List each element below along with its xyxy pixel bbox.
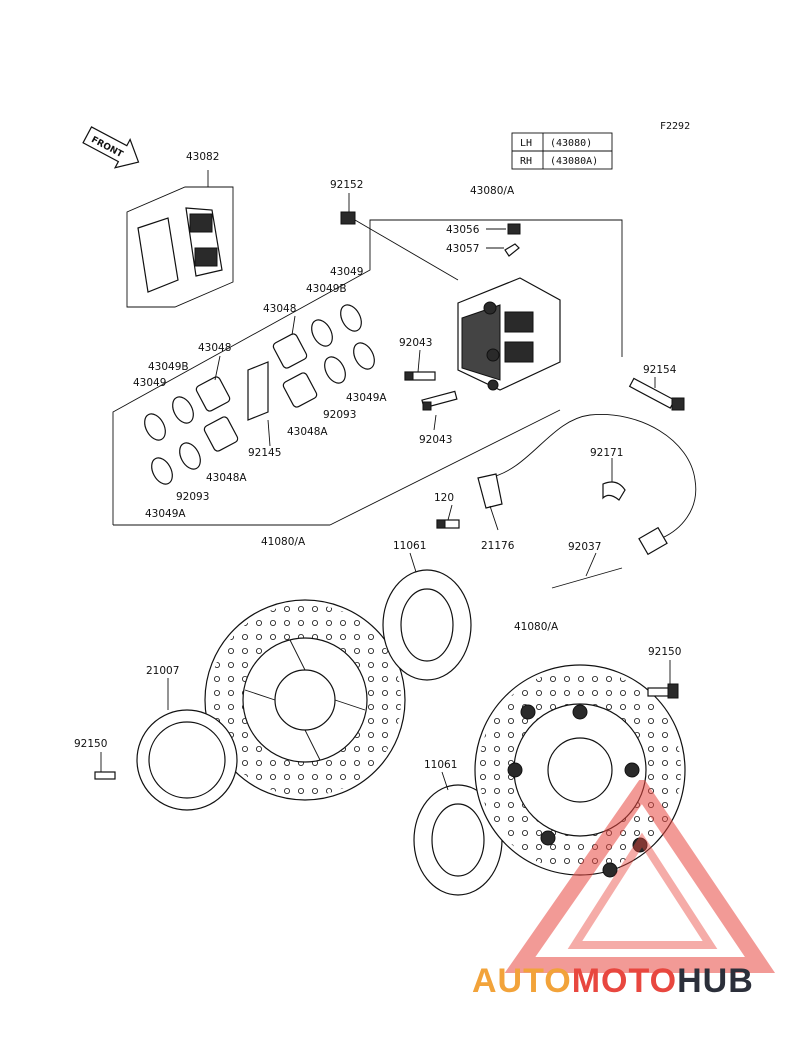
sensor-cable	[436, 414, 697, 589]
callout-shim-left: 11061	[393, 540, 426, 552]
mount-bolt	[628, 377, 685, 411]
callout-bolt-right: 92150	[648, 646, 681, 658]
callout-piston-l2: 43048A	[206, 472, 247, 484]
shim-left	[382, 569, 472, 681]
callout-seal-l1: 43049B	[148, 361, 189, 373]
callout-rotor-ring: 21007	[146, 665, 179, 677]
callout-clamp: 92171	[590, 447, 623, 459]
callout-bolt-left: 92150	[74, 738, 107, 750]
callout-spring: 92145	[248, 447, 281, 459]
brake-pads	[126, 170, 234, 308]
callout-pads: 43082	[186, 151, 219, 163]
callout-seal-r1: 43049	[330, 266, 363, 278]
brake-disc-left	[204, 599, 406, 801]
pistons-seals	[144, 304, 375, 485]
watermark-part2: MOTO	[571, 962, 678, 1000]
front-arrow-icon: FRONT	[82, 126, 140, 169]
callout-piston-l1: 43048	[198, 342, 231, 354]
watermark-logo-icon	[504, 780, 776, 973]
side-table: LH (43080) RH (43080A)	[511, 132, 613, 170]
callout-disc-left: 41080/A	[261, 536, 306, 548]
bolt-lower	[421, 390, 458, 411]
side-lh: LH	[520, 138, 532, 149]
callout-bolt-lower: 92043	[419, 434, 452, 446]
caliper-frame	[112, 219, 623, 525]
callout-bleeder-cap: 43056	[446, 224, 480, 236]
callout-seal-l2: 43049	[133, 377, 166, 389]
side-lh-part: (43080)	[550, 138, 592, 149]
callout-seal-r3: 92093	[323, 409, 356, 421]
figure-code: F2292	[660, 121, 690, 132]
brake-disc-right	[474, 664, 686, 878]
callout-bolt-top: 92152	[330, 179, 363, 191]
callout-piston-r2: 43048A	[287, 426, 328, 438]
callout-sensor-bolt: 120	[434, 492, 454, 504]
watermark-text: AUTOMOTOHUB	[472, 962, 754, 1001]
callout-seal-l4: 43049A	[145, 508, 186, 520]
callout-stay: 92037	[568, 541, 601, 553]
callout-seal-r2: 43049B	[306, 283, 347, 295]
callout-mount-bolt: 92154	[643, 364, 677, 376]
callout-bleeder: 43057	[446, 243, 479, 255]
bolt-upper	[404, 371, 436, 381]
bolt-top	[340, 211, 356, 225]
callout-shim-right: 11061	[424, 759, 457, 771]
caliper-body	[457, 223, 561, 391]
side-rh-part: (43080A)	[550, 156, 598, 167]
watermark-part3: HUB	[677, 962, 754, 1000]
leader-lines	[100, 193, 671, 791]
callout-bolt-upper: 92043	[399, 337, 432, 349]
side-rh: RH	[520, 156, 532, 167]
callout-seal-r4: 43049A	[346, 392, 387, 404]
callout-seal-l3: 92093	[176, 491, 209, 503]
rotor-ring	[94, 709, 238, 811]
callout-disc-right: 41080/A	[514, 621, 559, 633]
callout-sensor: 21176	[481, 540, 515, 552]
callout-piston-r1: 43048	[263, 303, 296, 315]
callout-caliper: 43080/A	[470, 185, 515, 197]
watermark-part1: AUTO	[472, 962, 572, 1000]
